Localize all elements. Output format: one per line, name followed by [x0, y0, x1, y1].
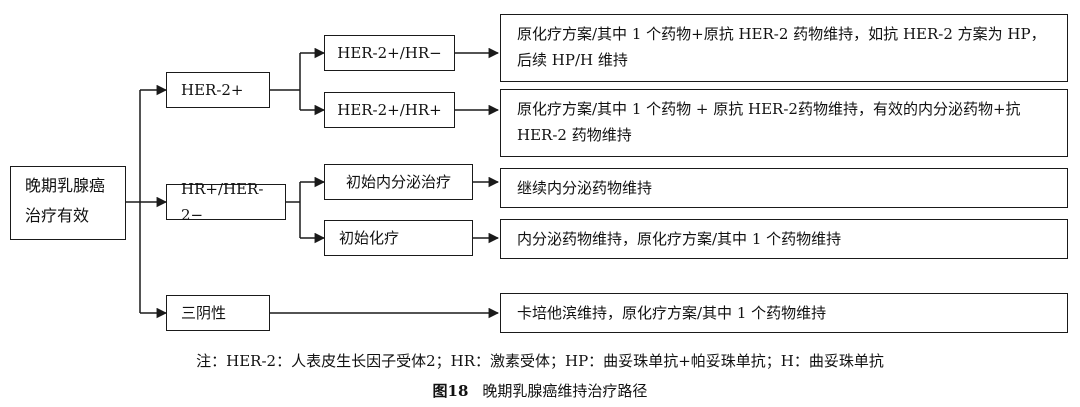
subtype-her2-label: HER-2+ — [181, 81, 244, 99]
figure-note: 注：HER-2：人表皮生长因子受体2；HR：激素受体；HP：曲妥珠单抗+帕妥珠单… — [196, 352, 884, 370]
root-node: 晚期乳腺癌 治疗有效 — [10, 166, 126, 240]
subgroup-her2-hr-neg-label: HER-2+/HR− — [337, 44, 442, 62]
subgroup-initial-chemo-node: 初始化疗 — [324, 220, 473, 256]
outcome-tnbc-text: 卡培他滨维持，原化疗方案/其中 1 个药物维持 — [517, 304, 827, 322]
outcome-initial-endocrine-node: 继续内分泌药物维持 — [500, 168, 1068, 208]
outcome-her2-hr-pos-node: 原化疗方案/其中 1 个药物 + 原抗 HER-2药物维持，有效的内分泌药物+抗… — [500, 89, 1068, 157]
figure-caption: 图18 晚期乳腺癌维持治疗路径 — [0, 380, 1080, 401]
root-node-line-2: 治疗有效 — [25, 206, 90, 225]
outcome-her2-hr-neg-line-1: 原化疗方案/其中 1 个药物+原抗 HER-2 药物维持，如抗 HER-2 方案… — [517, 25, 1046, 43]
subtype-her2-node: HER-2+ — [166, 72, 270, 108]
outcome-her2-hr-pos-line-2: HER-2 药物维持 — [517, 126, 632, 144]
outcome-her2-hr-neg-node: 原化疗方案/其中 1 个药物+原抗 HER-2 药物维持，如抗 HER-2 方案… — [500, 14, 1068, 82]
figure-number: 图18 — [432, 382, 469, 400]
outcome-her2-hr-pos-line-1: 原化疗方案/其中 1 个药物 + 原抗 HER-2药物维持，有效的内分泌药物+抗 — [517, 100, 1021, 118]
subtype-hr-label: HR+/HER-2− — [181, 180, 264, 224]
subtype-hr-node: HR+/HER-2− — [166, 180, 286, 224]
subgroup-her2-hr-pos-node: HER-2+/HR+ — [324, 92, 455, 128]
outcome-tnbc-node: 卡培他滨维持，原化疗方案/其中 1 个药物维持 — [500, 293, 1068, 333]
subgroup-initial-endocrine-label: 初始内分泌治疗 — [345, 173, 451, 191]
subgroup-her2-hr-pos-label: HER-2+/HR+ — [337, 101, 442, 119]
subtype-tnbc-node: 三阴性 — [166, 295, 270, 331]
outcome-initial-endocrine-text: 继续内分泌药物维持 — [517, 179, 653, 197]
outcome-initial-chemo-node: 内分泌药物维持，原化疗方案/其中 1 个药物维持 — [500, 219, 1068, 259]
subgroup-initial-endocrine-node: 初始内分泌治疗 — [324, 164, 473, 200]
subtype-tnbc-label: 三阴性 — [181, 304, 227, 322]
outcome-initial-chemo-text: 内分泌药物维持，原化疗方案/其中 1 个药物维持 — [517, 230, 842, 248]
figure-title: 晚期乳腺癌维持治疗路径 — [482, 382, 648, 400]
outcome-her2-hr-neg-line-2: 后续 HP/H 维持 — [517, 51, 628, 69]
subgroup-her2-hr-neg-node: HER-2+/HR− — [324, 35, 455, 71]
root-node-line-1: 晚期乳腺癌 — [25, 176, 106, 195]
subgroup-initial-chemo-label: 初始化疗 — [339, 229, 400, 247]
